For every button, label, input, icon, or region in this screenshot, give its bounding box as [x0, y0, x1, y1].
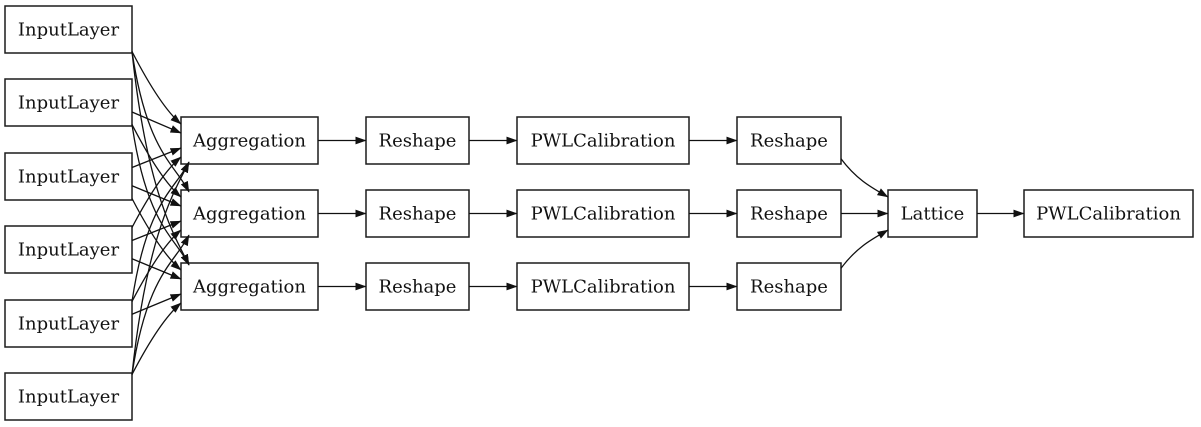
node-box-input2	[4, 78, 133, 127]
node-label-pwl_out: PWLCalibration	[1036, 204, 1181, 225]
diagram-edges	[131, 51, 1025, 375]
node-box-reshape2b	[736, 189, 842, 238]
edge-input3-agg1	[131, 147, 182, 169]
node-box-input6	[4, 372, 133, 421]
node-pwl2: PWLCalibration	[516, 189, 690, 238]
node-label-agg1: Aggregation	[192, 131, 306, 152]
node-input5: InputLayer	[4, 299, 133, 348]
node-box-reshape1b	[736, 116, 842, 165]
node-label-pwl3: PWLCalibration	[531, 277, 676, 298]
edge-input6-agg2	[131, 234, 190, 375]
node-label-agg3: Aggregation	[192, 277, 306, 298]
node-label-reshape3b: Reshape	[750, 277, 828, 298]
node-agg3: Aggregation	[180, 262, 319, 311]
node-input2: InputLayer	[4, 78, 133, 127]
node-box-pwl_out	[1023, 189, 1194, 238]
node-agg2: Aggregation	[180, 189, 319, 238]
node-agg1: Aggregation	[180, 116, 319, 165]
node-label-reshape1a: Reshape	[379, 131, 457, 152]
edge-input6-agg3	[131, 302, 182, 375]
node-box-reshape3a	[365, 262, 470, 311]
node-label-input2: InputLayer	[18, 93, 120, 114]
node-reshape2a: Reshape	[365, 189, 470, 238]
node-box-reshape3b	[736, 262, 842, 311]
edge-reshape1b-lattice	[840, 158, 889, 198]
node-input4: InputLayer	[4, 225, 133, 274]
node-input1: InputLayer	[4, 5, 133, 54]
node-box-input4	[4, 225, 133, 274]
node-box-input1	[4, 5, 133, 54]
node-box-lattice	[887, 189, 978, 238]
node-label-input3: InputLayer	[18, 167, 120, 188]
edge-input4-agg1	[131, 156, 182, 228]
node-reshape2b: Reshape	[736, 189, 842, 238]
node-reshape1a: Reshape	[365, 116, 470, 165]
node-box-agg2	[180, 189, 319, 238]
node-lattice: Lattice	[887, 189, 978, 238]
node-label-pwl1: PWLCalibration	[531, 131, 676, 152]
node-label-input1: InputLayer	[18, 20, 120, 41]
node-label-reshape1b: Reshape	[750, 131, 828, 152]
node-label-input4: InputLayer	[18, 240, 120, 261]
node-input6: InputLayer	[4, 372, 133, 421]
node-reshape3a: Reshape	[365, 262, 470, 311]
node-pwl_out: PWLCalibration	[1023, 189, 1194, 238]
edge-input2-agg3	[131, 124, 190, 266]
edge-input2-agg2	[131, 124, 182, 198]
node-pwl3: PWLCalibration	[516, 262, 690, 311]
edge-reshape3b-lattice	[840, 229, 889, 269]
node-box-input3	[4, 152, 133, 201]
edge-input6-agg1	[131, 161, 190, 375]
edge-input5-agg2	[131, 229, 182, 302]
node-label-reshape2a: Reshape	[379, 204, 457, 225]
node-box-pwl2	[516, 189, 690, 238]
node-box-reshape2a	[365, 189, 470, 238]
node-label-input5: InputLayer	[18, 314, 120, 335]
node-box-agg1	[180, 116, 319, 165]
edge-input3-agg2	[131, 185, 182, 207]
node-label-reshape3a: Reshape	[379, 277, 457, 298]
node-box-agg3	[180, 262, 319, 311]
edge-input1-agg3	[131, 51, 190, 266]
node-pwl1: PWLCalibration	[516, 116, 690, 165]
edge-input3-agg3	[131, 198, 182, 271]
edge-input2-agg1	[131, 111, 182, 134]
node-label-input6: InputLayer	[18, 387, 120, 408]
node-input3: InputLayer	[4, 152, 133, 201]
edge-input1-agg2	[131, 51, 190, 193]
edge-input5-agg3	[131, 293, 182, 315]
node-box-pwl1	[516, 116, 690, 165]
diagram-nodes: InputLayerInputLayerInputLayerInputLayer…	[4, 5, 1194, 421]
node-label-pwl2: PWLCalibration	[531, 204, 676, 225]
node-label-reshape2b: Reshape	[750, 204, 828, 225]
node-label-agg2: Aggregation	[192, 204, 306, 225]
edge-input4-agg2	[131, 220, 182, 242]
edge-input1-agg1	[131, 51, 182, 125]
node-reshape3b: Reshape	[736, 262, 842, 311]
node-label-lattice: Lattice	[901, 204, 965, 225]
node-reshape1b: Reshape	[736, 116, 842, 165]
node-box-input5	[4, 299, 133, 348]
